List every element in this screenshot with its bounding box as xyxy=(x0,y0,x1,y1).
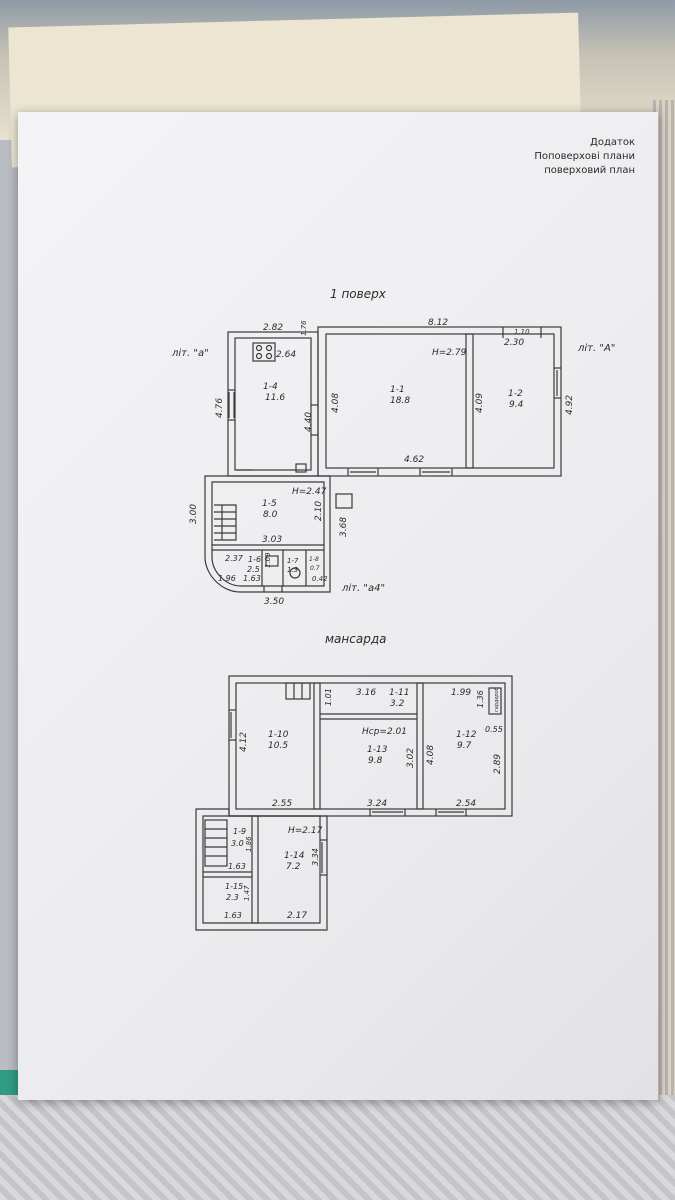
dim-4-08: 4.08 xyxy=(331,393,341,413)
dim-2-30: 2.30 xyxy=(504,338,524,348)
dim-3-16: 3.16 xyxy=(356,688,376,698)
dim-3-24: 3.24 xyxy=(367,799,387,809)
label-lit-a4: літ. "а4" xyxy=(341,582,385,594)
dim-4-09: 4.09 xyxy=(475,393,485,413)
room-1-6-area: 2.5 xyxy=(247,565,260,574)
room-1-13-area: 9.8 xyxy=(368,756,383,766)
room-1-12-area: 9.7 xyxy=(457,741,472,751)
dim-3-00: 3.00 xyxy=(189,504,199,524)
dim-2-82: 2.82 xyxy=(263,323,283,333)
room-1-8-id: 1-8 xyxy=(309,556,319,563)
dim-4-92: 4.92 xyxy=(565,395,575,415)
floor-plan-sheet xyxy=(18,112,658,1100)
dim-3-34: 3.34 xyxy=(311,848,320,866)
dim-0-42: 0.42 xyxy=(312,575,328,583)
dim-3-68: 3.68 xyxy=(339,517,349,537)
dim-4-08-attic: 4.08 xyxy=(426,745,436,765)
room-1-10-area: 10.5 xyxy=(268,741,288,751)
dim-h-2-47: H=2.47 xyxy=(292,487,327,497)
floor1-title: 1 поверх xyxy=(330,287,387,301)
room-1-2-area: 9.4 xyxy=(509,400,524,410)
dim-h-2-17: H=2.17 xyxy=(288,826,323,836)
dim-1-63-floor1: 1.63 xyxy=(243,574,261,583)
dim-h-2-79: H=2.79 xyxy=(432,348,467,358)
room-1-7-area: 1.3 xyxy=(287,566,298,574)
attic-title: мансарда xyxy=(325,632,386,646)
appendix-line-1: Додаток xyxy=(590,137,635,148)
dim-hcp-2-01: Hcp=2.01 xyxy=(362,727,407,737)
dim-2-55: 2.55 xyxy=(272,799,292,809)
floor1-walls xyxy=(204,326,562,593)
room-1-4-id: 1-4 xyxy=(263,382,278,392)
room-1-15-area: 2.3 xyxy=(226,893,239,902)
dim-1-86: 1.86 xyxy=(245,836,253,852)
dim-1-99: 1.99 xyxy=(451,688,471,698)
appendix-header: Додаток Поповерхові плани поверховий пла… xyxy=(534,136,635,178)
dim-1-76: 1.76 xyxy=(300,320,308,336)
room-1-9-area: 3.0 xyxy=(231,839,244,848)
dim-2-54: 2.54 xyxy=(456,799,476,809)
dim-1-36: 1.36 xyxy=(476,690,485,708)
dim-2-10: 2.10 xyxy=(314,501,324,521)
label-lit-A: літ. "А" xyxy=(577,342,615,354)
dim-4-62: 4.62 xyxy=(404,455,424,465)
dim-1-47: 1.47 xyxy=(243,885,251,901)
room-1-1-id: 1-1 xyxy=(390,385,405,395)
room-1-13-id: 1-13 xyxy=(367,745,388,755)
room-1-2-id: 1-2 xyxy=(508,389,523,399)
dim-4-76: 4.76 xyxy=(215,398,225,418)
dim-1-01: 1.01 xyxy=(324,688,333,706)
room-1-9-id: 1-9 xyxy=(233,827,246,836)
dim-1-09: 1.09 xyxy=(264,552,272,568)
wardrobe-label: гардероб xyxy=(494,687,500,712)
label-lit-a: літ. "а" xyxy=(171,347,209,359)
room-1-12-id: 1-12 xyxy=(456,730,477,740)
dim-2-64: 2.64 xyxy=(276,350,296,360)
dim-1-63-attic-bottom: 1.63 xyxy=(224,911,242,920)
dim-2-89: 2.89 xyxy=(493,754,503,774)
dim-4-12: 4.12 xyxy=(239,732,249,752)
room-1-11-id: 1-11 xyxy=(389,688,409,698)
attic-walls xyxy=(195,675,513,931)
room-1-1-area: 18.8 xyxy=(390,396,410,406)
room-1-10-id: 1-10 xyxy=(268,730,289,740)
room-1-6-id: 1-6 xyxy=(248,555,261,564)
room-1-7-id: 1-7 xyxy=(287,557,299,565)
dim-3-50: 3.50 xyxy=(264,597,284,607)
dim-2-37: 2.37 xyxy=(225,554,244,563)
room-1-11-area: 3.2 xyxy=(390,699,405,709)
room-1-15-id: 1-15 xyxy=(225,882,243,891)
room-1-5-id: 1-5 xyxy=(262,499,277,509)
dim-0-55: 0.55 xyxy=(485,725,503,734)
dim-3-02: 3.02 xyxy=(406,748,416,768)
room-1-14-id: 1-14 xyxy=(284,851,305,861)
dim-1-10: 1.10 xyxy=(514,328,530,336)
room-1-4-area: 11.6 xyxy=(265,393,285,403)
background-cloth xyxy=(0,1095,675,1200)
appendix-line-2: Поповерхові плани xyxy=(534,151,635,162)
room-1-5-area: 8.0 xyxy=(263,510,278,520)
dim-1-63-attic: 1.63 xyxy=(228,862,246,871)
dim-4-40: 4.40 xyxy=(304,412,314,432)
dim-3-03: 3.03 xyxy=(262,535,282,545)
dim-1-96: 1.96 xyxy=(218,574,236,583)
room-1-8-area: 0.7 xyxy=(310,565,320,572)
dim-2-17: 2.17 xyxy=(287,911,307,921)
room-1-14-area: 7.2 xyxy=(286,862,301,872)
dim-8-12: 8.12 xyxy=(428,318,448,328)
appendix-line-3: поверховий план xyxy=(544,165,635,176)
